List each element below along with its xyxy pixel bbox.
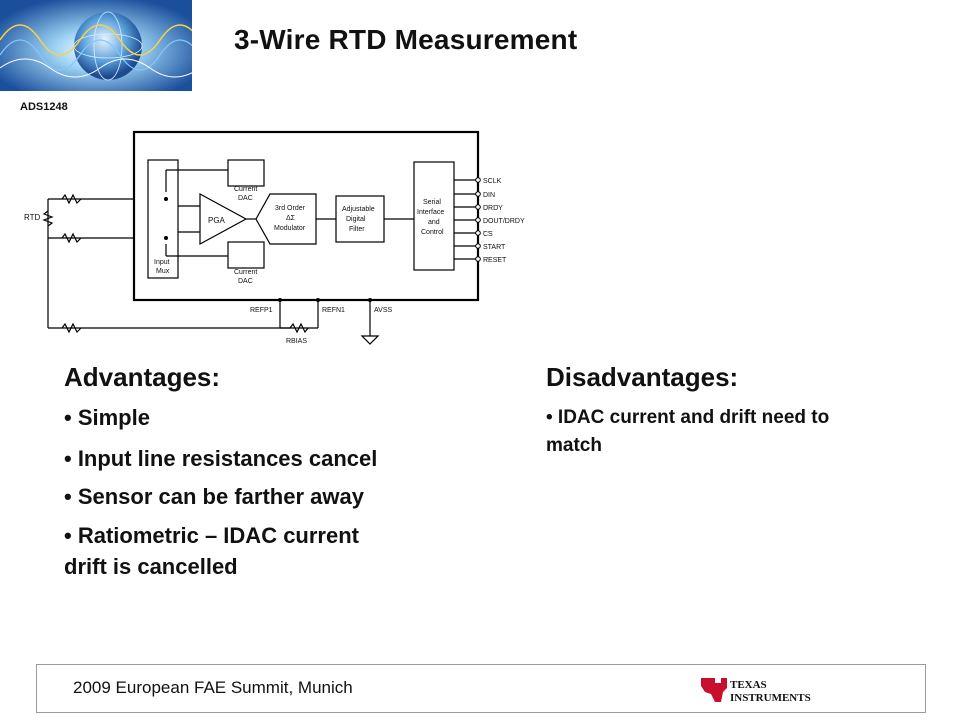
avss-label: AVSS [374,307,392,314]
rtd-label: RTD [24,213,41,222]
ads1248-block-diagram: ADS1248 RTD Input Mux Current DAC Curren… [20,101,525,345]
pin-start: START [483,244,506,251]
modulator-label-3: Modulator [274,225,306,232]
pin-drdy: DRDY [483,205,503,212]
serial-label-2: Interface [417,209,444,216]
current-dac-bottom-label-2: DAC [238,278,253,285]
advantage-item: • Simple [64,405,150,430]
advantage-item: • Sensor can be farther away [64,484,364,509]
pga-label: PGA [208,216,226,225]
slide-footer: 2009 European FAE Summit, Munich TEXAS I… [36,664,926,713]
pin-sclk: SCLK [483,178,502,185]
serial-label-4: Control [421,229,444,236]
current-dac-top-label-1: Current [234,186,257,193]
serial-label-3: and [428,219,440,226]
ground-symbol [360,335,380,345]
chip-outline [132,130,480,302]
pin-din: DIN [483,192,495,199]
pin-dout-drdy: DOUT/DRDY [483,218,525,225]
input-mux-label-2: Mux [156,268,170,275]
ti-logo-word-2: INSTRUMENTS [730,692,811,704]
disadvantage-item-continuation: match [546,435,602,456]
current-dac-top-block [227,159,265,187]
disadvantages-heading: Disadvantages: [546,362,739,392]
slide-title: 3-Wire RTD Measurement [234,24,578,55]
filter-label-3: Filter [349,226,365,233]
pin-cs: CS [483,231,493,238]
filter-label-1: Adjustable [342,206,375,213]
advantage-item-continuation: drift is cancelled [64,554,238,579]
current-dac-bottom-block [227,241,265,269]
disadvantage-item: • IDAC current and drift need to [546,407,830,428]
advantage-item: • Input line resistances cancel [64,446,378,471]
chip-name-label: ADS1248 [20,101,68,113]
footer-event-text: 2009 European FAE Summit, Munich [73,678,353,697]
rbias-label: RBIAS [286,338,307,345]
modulator-label-1: 3rd Order [275,205,306,212]
advantages-heading: Advantages: [64,362,221,392]
pin-reset: RESET [483,257,507,264]
refn1-label: REFN1 [322,307,345,314]
input-mux-label-1: Input [154,259,170,266]
texas-state-icon [701,678,727,702]
serial-interface-block [413,161,455,271]
texas-instruments-logo: TEXAS INSTRUMENTS [701,678,811,704]
pga-triangle [199,192,248,246]
current-dac-top-label-2: DAC [238,195,253,202]
filter-label-2: Digital [346,216,366,223]
serial-label-1: Serial [423,199,441,206]
advantage-item: • Ratiometric – IDAC current [64,523,359,548]
current-dac-bottom-label-1: Current [234,269,257,276]
conference-logo-image [0,0,192,91]
input-mux-block [147,159,179,279]
modulator-label-2: ΔΣ [286,215,296,222]
ti-logo-word-1: TEXAS [730,679,767,691]
refp1-label: REFP1 [250,307,273,314]
